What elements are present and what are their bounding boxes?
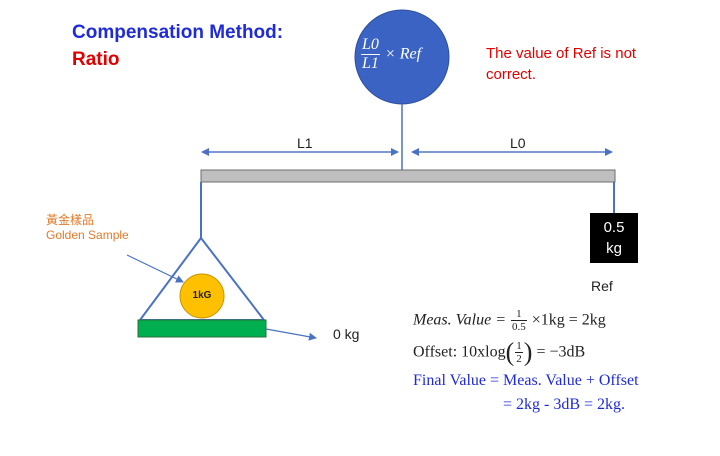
page-title: Compensation Method: <box>72 22 284 43</box>
meas-equation: Meas. Value = 1 0.5 ×1kg = 2kg <box>413 308 606 333</box>
ref-weight-box: 0.5 kg <box>590 213 638 263</box>
l1-label: L1 <box>297 135 313 151</box>
reading-pointer-arrow <box>265 328 317 341</box>
final-value-line1: Final Value = Meas. Value + Offset <box>413 372 639 389</box>
ref-label: Ref <box>591 278 613 294</box>
circle-formula: L0 L1 × Ref <box>361 36 422 72</box>
ball-label: 1kG <box>192 290 212 301</box>
scale-reading: 0 kg <box>333 326 360 342</box>
l0-label: L0 <box>510 135 526 151</box>
ref-note: The value of Ref is not correct. <box>486 45 637 83</box>
scale-base <box>137 319 267 338</box>
golden-sample-label-en: Golden Sample <box>46 228 129 242</box>
golden-sample-ball <box>179 273 225 319</box>
golden-pointer-arrow <box>126 254 184 283</box>
ref-weight-value: 0.5 <box>603 219 625 236</box>
page-subtitle: Ratio <box>72 49 120 70</box>
lever-bar <box>200 169 616 183</box>
golden-sample-label: 黃金樣品 Golden Sample <box>46 213 129 243</box>
offset-equation: Offset: 10xlog( 1 2 ) = −3dB <box>413 337 586 367</box>
final-value-line2: = 2kg - 3dB = 2kg. <box>503 396 626 413</box>
golden-sample-label-zh: 黃金樣品 <box>46 213 95 227</box>
ref-weight-unit: kg <box>606 240 622 257</box>
